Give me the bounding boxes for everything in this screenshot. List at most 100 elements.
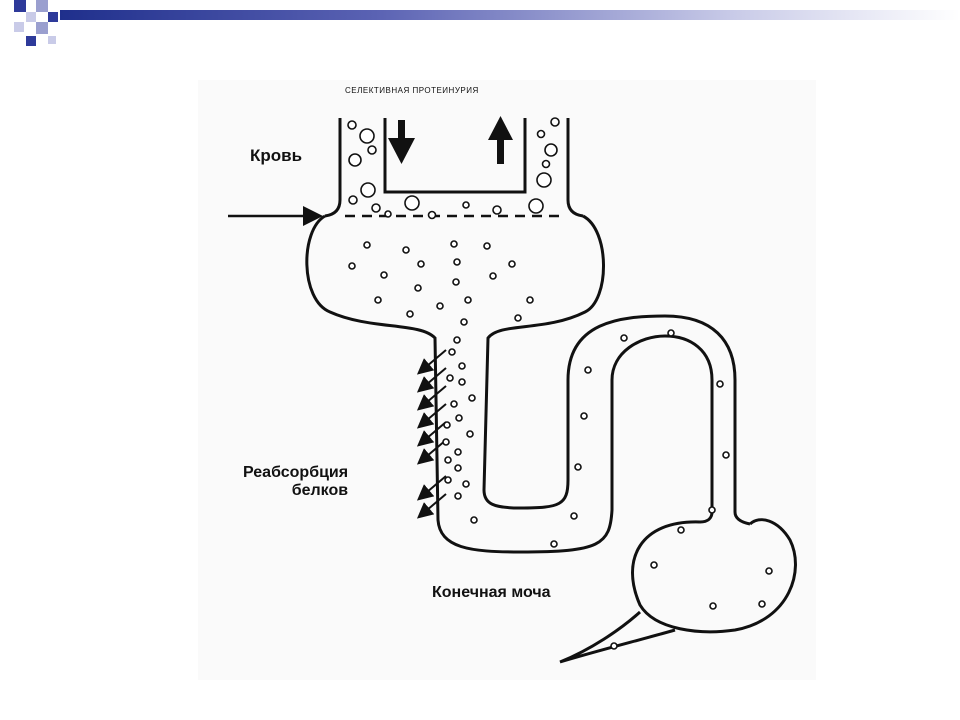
protein-particle <box>584 366 592 374</box>
reabsorption-arrow-icon <box>416 403 447 429</box>
reabsorption-arrow-icon <box>416 475 447 501</box>
protein-particle <box>348 262 356 270</box>
protein-particle <box>348 195 358 205</box>
blood-label: Кровь <box>250 146 303 165</box>
down-arrow-icon <box>388 120 415 164</box>
protein-particle <box>483 242 491 250</box>
protein-particle <box>677 526 685 534</box>
header-gradient-bar <box>60 10 960 20</box>
protein-particle <box>709 602 717 610</box>
protein-particle <box>650 561 658 569</box>
deco-square <box>14 0 26 12</box>
capillary-outer-right-wall <box>566 118 584 218</box>
protein-particle <box>716 380 724 388</box>
protein-particle <box>580 412 588 420</box>
protein-particle <box>363 241 371 249</box>
protein-particle <box>550 117 560 127</box>
reabsorption-arrows <box>416 349 447 519</box>
deco-square <box>26 36 36 46</box>
protein-particle <box>667 329 675 337</box>
protein-particle <box>427 210 437 220</box>
nephron-tubule <box>305 214 797 664</box>
protein-particle <box>446 374 454 382</box>
protein-particle <box>444 476 452 484</box>
protein-particle <box>464 296 472 304</box>
protein-particle <box>620 334 628 342</box>
protein-particle <box>347 120 357 130</box>
reabsorption-arrow-icon <box>416 367 447 393</box>
protein-particle <box>402 246 410 254</box>
protein-particle <box>468 394 476 402</box>
reabsorption-label-line1: Реабсорбция <box>243 464 349 481</box>
protein-particle <box>452 278 460 286</box>
capillary-inner-loop <box>383 118 527 194</box>
reabsorption-label-line2: белков <box>291 482 349 499</box>
tubule-outer-wall <box>305 214 714 554</box>
protein-particle <box>460 318 468 326</box>
capillary <box>324 118 584 218</box>
protein-particle <box>458 378 466 386</box>
protein-particle <box>417 260 425 268</box>
protein-particle <box>371 203 381 213</box>
protein-particle <box>380 271 388 279</box>
bladder-chamber <box>631 518 797 634</box>
protein-particle <box>765 567 773 575</box>
protein-particle <box>528 198 544 214</box>
deco-square <box>26 12 36 22</box>
deco-square <box>36 22 48 34</box>
protein-particle <box>454 448 462 456</box>
protein-particle <box>514 314 522 322</box>
protein-particle <box>450 240 458 248</box>
protein-particle <box>453 336 461 344</box>
deco-square <box>14 22 24 32</box>
deco-square <box>36 0 48 12</box>
protein-particle <box>508 260 516 268</box>
selective-proteinuria-label: СЕЛЕКТИВНАЯ ПРОТЕИНУРИЯ <box>345 86 479 95</box>
protein-particle <box>570 512 578 520</box>
protein-particle <box>453 258 461 266</box>
capillary-outer-left-wall <box>324 118 342 218</box>
protein-particle <box>348 153 362 167</box>
protein-particle <box>455 414 463 422</box>
protein-particle <box>462 201 470 209</box>
protein-particle <box>443 421 451 429</box>
reabsorption-arrow-icon <box>416 439 447 465</box>
protein-particle <box>414 284 422 292</box>
protein-particles <box>347 117 773 650</box>
protein-particle <box>550 540 558 548</box>
protein-particle <box>489 272 497 280</box>
reabsorption-arrow-icon <box>416 493 447 519</box>
protein-particle <box>436 302 444 310</box>
reabsorption-label: Реабсорбция белков <box>243 464 348 500</box>
up-arrow-icon <box>488 116 513 164</box>
protein-particle <box>384 210 392 218</box>
protein-particle <box>404 195 420 211</box>
protein-particle <box>374 296 382 304</box>
protein-particle <box>470 516 478 524</box>
protein-particle <box>444 456 452 464</box>
protein-particle <box>360 182 376 198</box>
protein-particle <box>526 296 534 304</box>
protein-particle <box>462 480 470 488</box>
protein-particle <box>466 430 474 438</box>
tubule-inner-wall <box>482 214 751 526</box>
reabsorption-arrow-icon <box>416 385 447 411</box>
protein-particle <box>610 642 618 650</box>
protein-particle <box>574 463 582 471</box>
protein-particle <box>458 362 466 370</box>
protein-particle <box>722 451 730 459</box>
protein-particle <box>406 310 414 318</box>
protein-particle <box>541 159 551 169</box>
protein-particle <box>454 464 462 472</box>
protein-particle <box>454 492 462 500</box>
protein-particle <box>536 129 546 139</box>
urine-outflow <box>559 610 676 664</box>
protein-particle <box>359 128 375 144</box>
protein-particle <box>448 348 456 356</box>
protein-particle <box>367 145 377 155</box>
final-urine-label: Конечная моча <box>432 584 551 601</box>
reabsorption-arrow-icon <box>416 421 447 447</box>
protein-particle <box>536 172 552 188</box>
slide-header <box>0 0 960 60</box>
